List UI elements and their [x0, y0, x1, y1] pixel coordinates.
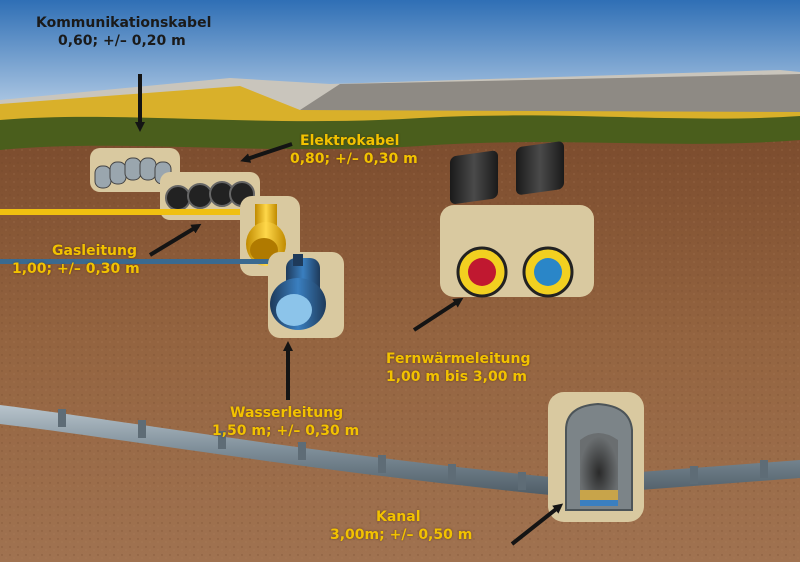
grass-layer — [0, 115, 800, 150]
label-elektrokabel-name: Elektrokabel — [300, 133, 400, 149]
arrow-elektro — [240, 142, 293, 163]
label-wasserleitung: Wasserleitung 1,50 m; +/– 0,30 m — [212, 404, 359, 440]
arrow-gas — [148, 223, 202, 257]
label-gasleitung-depth: 1,00; +/– 0,30 m — [12, 261, 140, 277]
label-gasleitung-name: Gasleitung — [52, 243, 138, 259]
label-kanal-depth: 3,00m; +/– 0,50 m — [330, 527, 473, 543]
label-kommunikationskabel-name: Kommunikationskabel — [36, 15, 212, 31]
label-wasserleitung-name: Wasserleitung — [230, 405, 344, 421]
label-wasserleitung-depth: 1,50 m; +/– 0,30 m — [212, 423, 360, 439]
arrow-kanal — [510, 503, 564, 546]
label-elektrokabel-depth: 0,80; +/– 0,30 m — [290, 151, 418, 167]
long-pipe — [0, 405, 800, 496]
label-gasleitung: Gasleitung 1,00; +/– 0,30 m — [12, 242, 140, 278]
label-fernwaermeleitung-depth: 1,00 m bis 3,00 m — [386, 369, 527, 385]
label-elektrokabel: Elektrokabel 0,80; +/– 0,30 m — [290, 132, 418, 168]
label-kanal: Kanal 3,00m; +/– 0,50 m — [330, 508, 472, 544]
label-kanal-name: Kanal — [376, 509, 421, 525]
label-kommunikationskabel-depth: 0,60; +/– 0,20 m — [58, 33, 186, 49]
arrow-fernwaerme — [412, 297, 464, 332]
communication-cables — [90, 148, 180, 192]
sewer-canal — [548, 392, 644, 522]
water-pipeline — [0, 252, 344, 338]
label-kommunikationskabel: Kommunikationskabel 0,60; +/– 0,20 m — [36, 14, 211, 50]
arrows — [135, 74, 564, 546]
label-fernwaermeleitung-name: Fernwärmeleitung — [386, 351, 531, 367]
district-heating-pipes — [440, 141, 594, 298]
label-fernwaermeleitung: Fernwärmeleitung 1,00 m bis 3,00 m — [386, 350, 530, 386]
asphalt — [300, 74, 800, 120]
